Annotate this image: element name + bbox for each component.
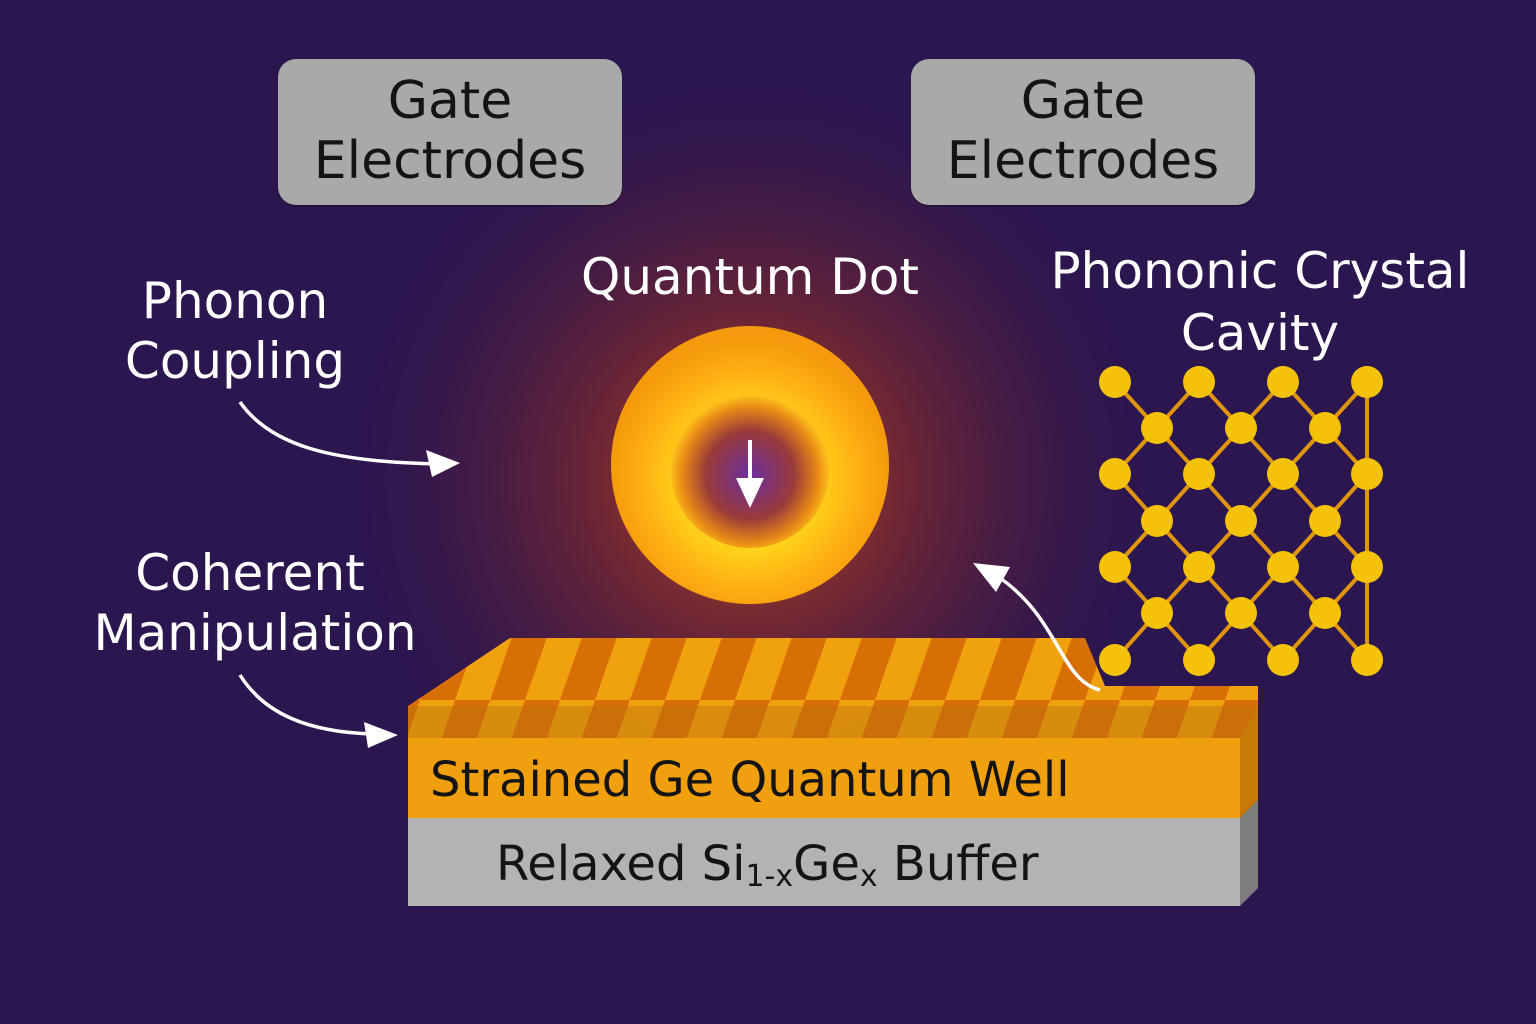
lattice-node [1351, 644, 1383, 676]
phonon-coupling-label-line1: Phonon [141, 272, 329, 330]
lattice-node [1141, 412, 1173, 444]
lattice-node [1225, 597, 1257, 629]
buffer-label-suffix: Buffer [877, 836, 1039, 892]
buffer-label-sub2: x [859, 859, 878, 894]
lattice-node [1351, 458, 1383, 490]
buffer-label-sub1: 1-x [745, 859, 794, 894]
lattice-node [1183, 551, 1215, 583]
buffer-label-prefix: Relaxed Si [496, 836, 746, 892]
lattice-node [1267, 458, 1299, 490]
phononic-crystal-label-line1: Phononic Crystal [1050, 242, 1470, 300]
gate-electrodes-left: Gate Electrodes [278, 59, 622, 205]
buffer-label: Relaxed Si1-xGex Buffer [496, 836, 1039, 905]
lattice-node [1099, 458, 1131, 490]
lattice-node [1183, 458, 1215, 490]
lattice-node [1351, 366, 1383, 398]
lattice-node [1099, 551, 1131, 583]
lattice-node [1225, 505, 1257, 537]
coherent-manipulation-label-line2: Manipulation [93, 604, 417, 662]
coherent-manipulation-arrow [238, 674, 373, 736]
lattice-node [1183, 366, 1215, 398]
lattice-node [1141, 505, 1173, 537]
lattice-node [1309, 597, 1341, 629]
spin-down-arrow-icon [736, 440, 764, 508]
gate-electrodes-right: Gate Electrodes [911, 59, 1255, 205]
lattice-node [1225, 412, 1257, 444]
gate-left-line2: Electrodes [313, 131, 587, 191]
lattice-node [1141, 597, 1173, 629]
quantum-well-label: Strained Ge Quantum Well [430, 752, 1070, 808]
coherent-arrow-head-icon [364, 722, 398, 748]
lattice-node [1267, 644, 1299, 676]
quantum-dot-label: Quantum Dot [581, 248, 919, 306]
quantum-well-slab [408, 638, 1258, 906]
lattice-node [1309, 505, 1341, 537]
lattice-node [1351, 551, 1383, 583]
gate-right-line2: Electrodes [946, 131, 1220, 191]
buffer-label-mid: Ge [793, 836, 860, 892]
cavity-arrow-head-icon [973, 563, 1010, 592]
phononic-crystal-lattice [1099, 366, 1383, 676]
lattice-node [1099, 644, 1131, 676]
gate-right-line1: Gate [1020, 71, 1146, 131]
lattice-node [1267, 366, 1299, 398]
lattice-node [1267, 551, 1299, 583]
phonon-arrow-head-icon [426, 450, 460, 477]
phonon-coupling-label-line2: Coupling [124, 332, 346, 390]
phonon-coupling-arrow [238, 400, 439, 466]
lattice-node [1099, 366, 1131, 398]
buffer-layer [408, 818, 1240, 906]
coherent-manipulation-label-line1: Coherent [135, 544, 365, 602]
lattice-node [1183, 644, 1215, 676]
lattice-node [1309, 412, 1341, 444]
gate-left-line1: Gate [387, 71, 513, 131]
cavity-coupling-arrow [998, 576, 1101, 692]
phononic-crystal-label-line2: Cavity [1180, 304, 1340, 362]
